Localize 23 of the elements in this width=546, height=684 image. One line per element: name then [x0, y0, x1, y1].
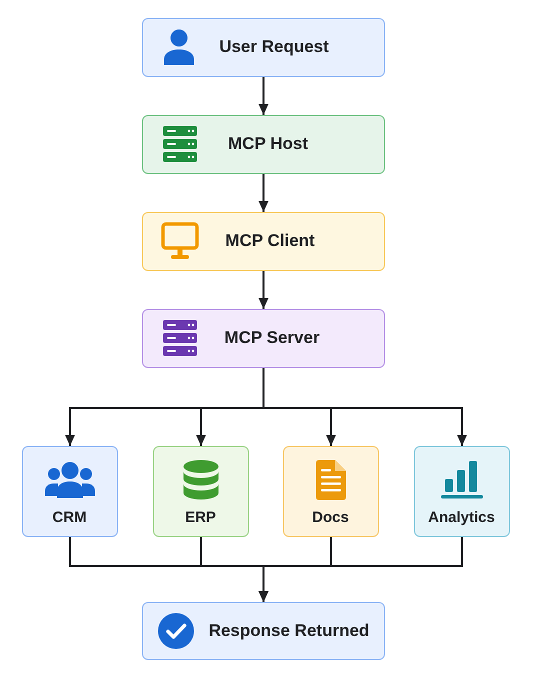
- step-label: User Request: [219, 36, 329, 58]
- connector-arrow: [258, 174, 268, 212]
- process-box: [142, 602, 385, 660]
- system-card: [283, 446, 379, 537]
- step-label: MCP Host: [228, 133, 308, 155]
- connector-arrow: [262, 368, 467, 446]
- connector-arrow: [258, 537, 463, 602]
- system-card: [414, 446, 510, 537]
- connector-arrow: [258, 77, 268, 115]
- step-label: Response Returned: [208, 620, 370, 642]
- process-box: [142, 18, 385, 77]
- step-label: CRM: [52, 508, 87, 528]
- process-box: [142, 212, 385, 271]
- connector-arrow: [258, 271, 268, 309]
- step-label: Docs: [312, 508, 349, 528]
- system-card: [22, 446, 118, 537]
- system-card: [153, 446, 249, 537]
- step-label: Analytics: [428, 508, 495, 528]
- process-box: [142, 115, 385, 174]
- process-box: [142, 309, 385, 368]
- step-label: ERP: [185, 508, 216, 528]
- step-label: MCP Client: [225, 230, 315, 252]
- step-label: MCP Server: [224, 327, 320, 349]
